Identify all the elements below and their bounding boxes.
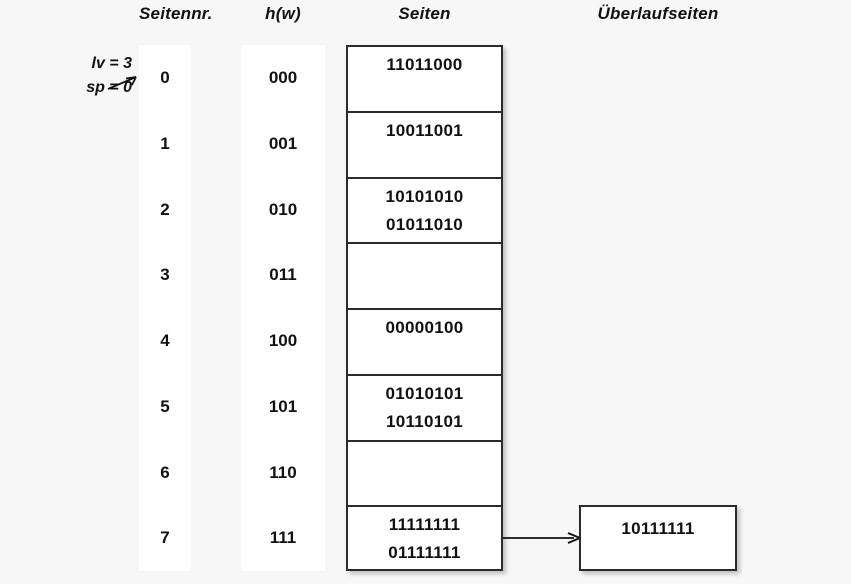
page-row: 00000100 bbox=[348, 310, 501, 376]
seitennr-cell: 1 bbox=[160, 133, 170, 153]
column-header-seiten: Seiten bbox=[398, 4, 451, 23]
page-record: 10110101 bbox=[385, 411, 464, 431]
annotation-lv: lv = 3 bbox=[91, 55, 132, 72]
page-record: 10101010 bbox=[385, 186, 464, 206]
column-header-hw: h(w) bbox=[265, 4, 301, 23]
overflow-arrow-right-icon bbox=[503, 532, 581, 544]
overflow-record: 10111111 bbox=[621, 519, 695, 538]
seitennr-cell: 3 bbox=[160, 265, 170, 285]
page-record: 11111111 bbox=[388, 515, 461, 535]
page-record: 00000100 bbox=[385, 318, 464, 337]
page-record: 01010101 bbox=[385, 383, 464, 403]
seitennr-cell: 6 bbox=[160, 462, 170, 482]
page-row: 11111111 01111111 bbox=[348, 507, 501, 573]
seitennr-cell: 5 bbox=[160, 396, 170, 416]
hw-cell: 000 bbox=[268, 68, 298, 87]
hw-cell: 010 bbox=[268, 199, 298, 219]
page-record: 11011000 bbox=[386, 55, 463, 74]
seitennr-column-band bbox=[139, 45, 191, 571]
hw-cell: 111 bbox=[269, 528, 297, 548]
page-row: 11011000 bbox=[348, 47, 501, 113]
page-row: 10011001 bbox=[348, 113, 501, 179]
seitennr-cell: 0 bbox=[160, 68, 170, 87]
hw-cell: 011 bbox=[269, 265, 297, 285]
page-row bbox=[348, 442, 501, 508]
hw-cell: 101 bbox=[268, 396, 298, 416]
annotation-arrow-right-icon bbox=[107, 76, 137, 90]
overflow-page-box: 10111111 bbox=[579, 505, 737, 571]
hw-cell: 110 bbox=[269, 462, 297, 482]
page-row: 10101010 01011010 bbox=[348, 179, 501, 245]
seitennr-cell: 2 bbox=[160, 199, 170, 219]
seitennr-cell: 7 bbox=[160, 528, 170, 548]
page-row bbox=[348, 244, 501, 310]
column-header-seitennr: Seitennr. bbox=[139, 4, 213, 23]
page-record: 01111111 bbox=[388, 543, 461, 563]
hw-cell: 100 bbox=[268, 331, 298, 350]
page-row: 01010101 10110101 bbox=[348, 376, 501, 442]
pages-table: 11011000 10011001 10101010 01011010 00000100… bbox=[346, 45, 503, 571]
column-header-ueberlaufseiten: Überlaufseiten bbox=[597, 4, 719, 23]
hw-cell: 001 bbox=[268, 133, 298, 153]
hw-column-band bbox=[241, 45, 325, 571]
page-record: 10011001 bbox=[385, 120, 464, 140]
page-record: 01011010 bbox=[385, 214, 464, 234]
seitennr-cell: 4 bbox=[160, 331, 170, 350]
